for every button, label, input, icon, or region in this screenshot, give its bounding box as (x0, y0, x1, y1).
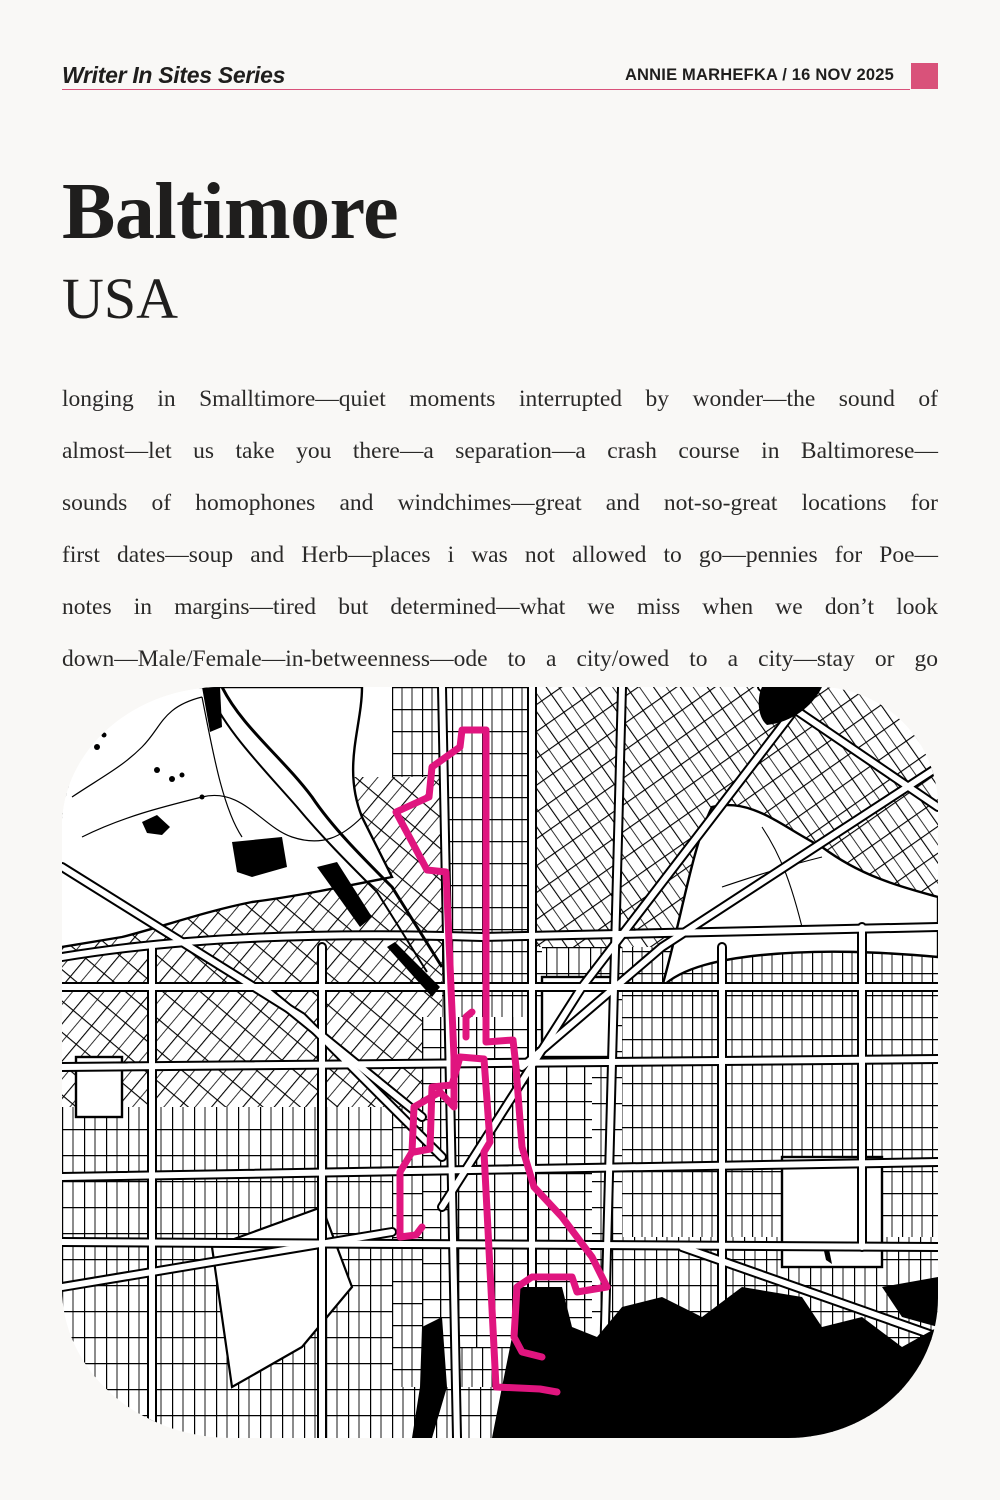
street-network (62, 687, 938, 1438)
series-title: Writer In Sites Series (62, 62, 286, 88)
byline: ANNIE MARHEFKA / 16 NOV 2025 (624, 66, 894, 84)
body-line: notes in margins—tired but determined—wh… (62, 594, 938, 620)
body-line: longing in Smalltimore—quiet moments int… (62, 386, 938, 412)
page-title: Baltimore (62, 168, 399, 256)
body-paragraph: longing in Smalltimore—quiet moments int… (62, 373, 938, 685)
body-line: first dates—soup and Herb—places i was n… (62, 542, 938, 568)
page-subtitle: USA (62, 266, 179, 331)
body-line: down—Male/Female—in-betweenness—ode to a… (62, 646, 938, 672)
route-line (392, 726, 611, 1396)
map-canvas (62, 687, 938, 1438)
city-map (62, 687, 938, 1438)
header: Writer In Sites Series ANNIE MARHEFKA / … (62, 58, 938, 90)
accent-square (911, 63, 938, 89)
body-line: sounds of homophones and windchimes—grea… (62, 490, 938, 516)
header-divider (62, 88, 910, 90)
water-bodies (94, 687, 938, 1438)
body-line: almost—let us take you there—a separatio… (62, 438, 938, 464)
